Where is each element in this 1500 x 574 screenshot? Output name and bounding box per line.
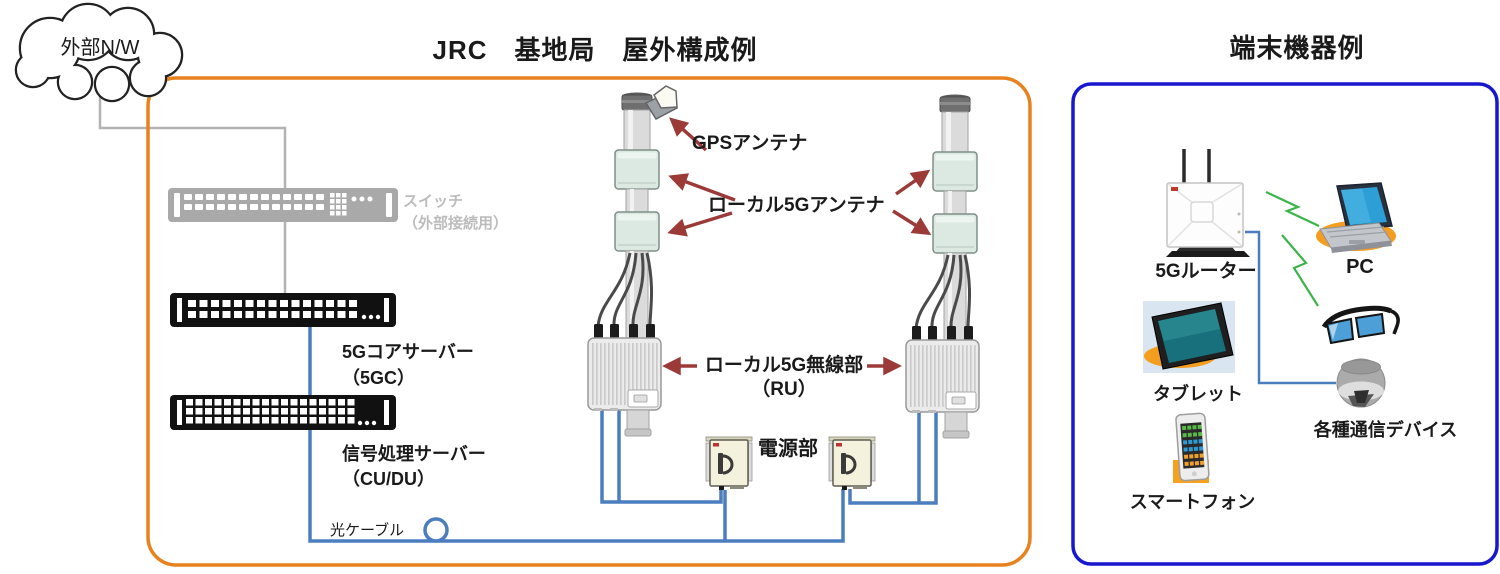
switch-label-line2: （外部接続用）	[403, 215, 509, 232]
signal-server-icon	[170, 395, 396, 430]
antenna-pole-right	[906, 95, 979, 439]
signal-server-label-line2: （CU/DU）	[342, 469, 435, 489]
tablet-label: タブレット	[1153, 384, 1243, 404]
arrow-antenna-lower-right	[892, 209, 932, 236]
core-server-label: 5Gコアサーバー （5GC）	[342, 339, 474, 391]
core-server-icon	[170, 293, 396, 327]
arrow-gps	[669, 117, 708, 152]
router-device-line	[1245, 230, 1336, 385]
annotation-arrows	[662, 117, 932, 376]
signal-server-label-line1: 信号処理サーバー	[342, 444, 486, 464]
arrow-antenna-lower-left	[667, 211, 733, 237]
router-label: 5Gルーター	[1155, 261, 1257, 282]
cloud-icon	[14, 2, 184, 103]
gps-antenna-icon	[644, 85, 679, 120]
laptop-icon	[1316, 182, 1396, 253]
terminal-box	[1071, 82, 1499, 566]
wifi-router-icon	[1166, 149, 1250, 257]
arrow-ru-right	[867, 356, 902, 376]
outdoor-panel-title: JRC 基地局 屋外構成例	[432, 35, 758, 65]
core-server-label-line1: 5Gコアサーバー	[342, 342, 474, 362]
signal-server-label: 信号処理サーバー （CU/DU）	[342, 442, 486, 492]
arrow-antenna-upper-left	[668, 173, 736, 202]
cloud-label: 外部N/W	[60, 37, 140, 59]
terminal-panel-title: 端末機器例	[1229, 33, 1365, 63]
power-unit-icon-right	[827, 435, 877, 492]
smart-glasses-icon	[1321, 305, 1400, 345]
smartphone-label: スマートフォン	[1129, 492, 1256, 512]
smartphone-icon	[1173, 412, 1210, 483]
misc-devices-label: 各種通信デバイス	[1313, 420, 1458, 440]
arrow-ru-left	[662, 356, 697, 376]
gps-antenna-label: GPSアンテナ	[692, 133, 808, 154]
fiber-cable-label: 光ケーブル	[330, 522, 405, 539]
power-unit-icon-left	[704, 435, 754, 492]
tablet-icon	[1143, 301, 1235, 373]
switch-label-line1: スイッチ	[403, 193, 464, 210]
signal-bolt-icon	[1265, 191, 1320, 227]
fiber-coil-icon	[423, 517, 449, 543]
dome-camera-icon	[1336, 358, 1386, 408]
radio-unit-label: ローカル5G無線部 （RU）	[684, 354, 884, 402]
radio-unit-label-line1: ローカル5G無線部	[704, 355, 864, 376]
arrow-antenna-upper-right	[895, 169, 931, 196]
power-unit-label: 電源部	[758, 438, 818, 460]
signal-bolt-icon	[1281, 234, 1319, 307]
fiber-cables	[308, 327, 938, 543]
network-switch-icon	[168, 188, 398, 222]
pc-label: PC	[1346, 256, 1374, 278]
radio-unit-label-line2: （RU）	[751, 379, 817, 400]
core-server-label-line2: （5GC）	[342, 368, 416, 388]
outdoor-box	[146, 76, 1032, 567]
local5g-antenna-label: ローカル5Gアンテナ	[708, 195, 885, 216]
switch-label: スイッチ （外部接続用）	[403, 191, 508, 235]
wireless-signals	[1265, 191, 1320, 307]
antenna-pole-left	[588, 93, 661, 437]
